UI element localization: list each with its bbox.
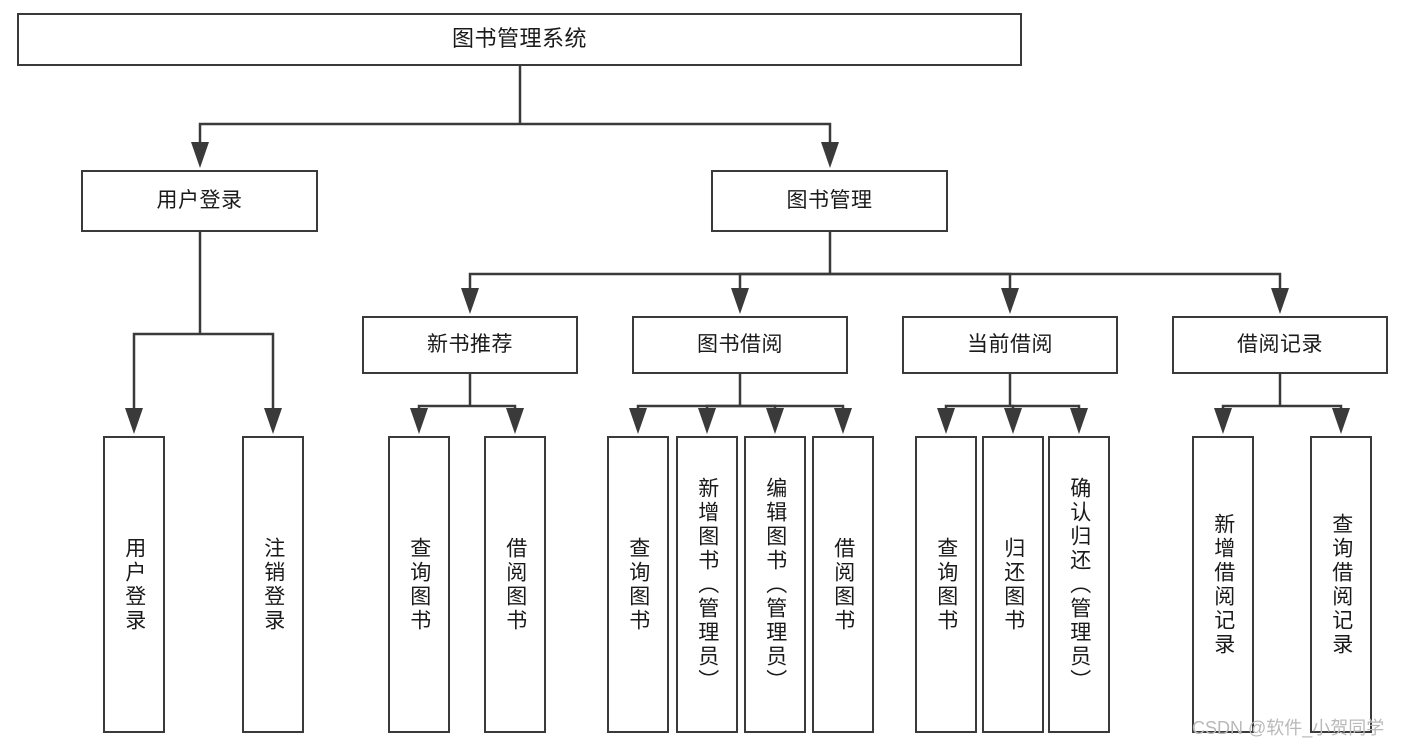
arrowhead-icon — [125, 408, 143, 434]
node-leaf-record-query[interactable]: 查询借阅记录 — [1310, 436, 1372, 733]
edge-root-to-bookmgmt — [520, 122, 832, 142]
arrowhead-icon — [766, 408, 784, 434]
node-leaf-user-logout[interactable]: 注销登录 — [242, 436, 304, 733]
node-leaf-record-add[interactable]: 新增借阅记录 — [1192, 436, 1254, 733]
node-label: 归还图书 — [1001, 536, 1025, 633]
node-label: 图书借阅 — [697, 333, 783, 357]
arrowhead-icon — [937, 408, 955, 434]
node-leaf-current-confirm[interactable]: 确认归还（管理员） — [1048, 436, 1110, 733]
node-label: 图书管理系统 — [451, 26, 587, 52]
arrowhead-icon — [1004, 408, 1022, 434]
node-label: 借阅图书 — [831, 536, 855, 633]
edge-bookmgmt-to-record — [830, 272, 1282, 288]
edge-current-to-leaf-current-confirm — [1010, 404, 1081, 408]
edge-borrow-to-leaf-borrow-lend — [740, 404, 845, 408]
arrowhead-icon — [629, 408, 647, 434]
edge-login-to-leaf-user-logout — [200, 332, 275, 408]
node-login[interactable]: 用户登录 — [81, 170, 318, 232]
edge-borrow-to-leaf-borrow-add — [705, 404, 740, 408]
edge-login-to-leaf-user-login — [132, 332, 200, 408]
node-leaf-borrow-add[interactable]: 新增图书（管理员） — [676, 436, 738, 733]
node-label: 借阅记录 — [1237, 333, 1323, 357]
arrowhead-icon — [731, 288, 749, 314]
node-newbook[interactable]: 新书推荐 — [362, 316, 578, 374]
node-label: 新书推荐 — [427, 333, 513, 357]
node-bookmgmt[interactable]: 图书管理 — [711, 170, 948, 232]
node-leaf-borrow-edit[interactable]: 编辑图书（管理员） — [744, 436, 806, 733]
arrowhead-icon — [698, 408, 716, 434]
arrowhead-icon — [821, 142, 839, 168]
node-label: 查询图书 — [626, 536, 650, 633]
node-leaf-user-login[interactable]: 用户登录 — [103, 436, 165, 733]
edge-bookmgmt-to-current — [830, 272, 1012, 288]
csdn-watermark: CSDN @软件_小贺同学 — [1192, 718, 1385, 738]
arrowhead-icon — [1001, 288, 1019, 314]
node-label: 查询图书 — [407, 536, 431, 633]
edge-newbook-to-leaf-new-query — [417, 404, 470, 408]
arrowhead-icon — [834, 408, 852, 434]
node-leaf-current-return[interactable]: 归还图书 — [982, 436, 1044, 733]
arrowhead-icon — [410, 408, 428, 434]
node-leaf-current-query[interactable]: 查询图书 — [915, 436, 977, 733]
arrowhead-icon — [1214, 408, 1232, 434]
node-label: 图书管理 — [786, 189, 873, 213]
edge-root-to-login — [198, 122, 520, 142]
node-label: 借阅图书 — [503, 536, 527, 633]
arrowhead-icon — [506, 408, 524, 434]
edge-bookmgmt-to-borrow — [738, 272, 830, 288]
node-label: 新增图书（管理员） — [695, 476, 719, 693]
node-borrow[interactable]: 图书借阅 — [632, 316, 848, 374]
edge-bookmgmt-to-newbook — [468, 272, 830, 288]
node-root[interactable]: 图书管理系统 — [17, 13, 1022, 66]
node-current[interactable]: 当前借阅 — [902, 316, 1118, 374]
edge-record-to-leaf-record-add — [1221, 404, 1280, 408]
node-leaf-new-borrow[interactable]: 借阅图书 — [484, 436, 546, 733]
node-label: 当前借阅 — [967, 333, 1053, 357]
node-label: 查询借阅记录 — [1329, 512, 1353, 657]
node-label: 用户登录 — [156, 189, 243, 213]
edge-current-to-leaf-current-query — [944, 404, 1010, 408]
node-label: 确认归还（管理员） — [1067, 476, 1091, 693]
node-label: 注销登录 — [261, 536, 285, 633]
node-record[interactable]: 借阅记录 — [1172, 316, 1388, 374]
edge-newbook-to-leaf-new-borrow — [470, 404, 517, 408]
node-leaf-borrow-lend[interactable]: 借阅图书 — [812, 436, 874, 733]
arrowhead-icon — [191, 142, 209, 168]
node-leaf-new-query[interactable]: 查询图书 — [388, 436, 450, 733]
arrowhead-icon — [1332, 408, 1350, 434]
arrowhead-icon — [264, 408, 282, 434]
node-leaf-borrow-query[interactable]: 查询图书 — [607, 436, 669, 733]
arrowhead-icon — [1070, 408, 1088, 434]
arrowhead-icon — [461, 288, 479, 314]
node-label: 新增借阅记录 — [1211, 512, 1235, 657]
node-label: 查询图书 — [934, 536, 958, 633]
node-label: 编辑图书（管理员） — [763, 476, 787, 693]
edge-record-to-leaf-record-query — [1280, 404, 1343, 408]
node-label: 用户登录 — [122, 536, 146, 633]
arrowhead-icon — [1271, 288, 1289, 314]
